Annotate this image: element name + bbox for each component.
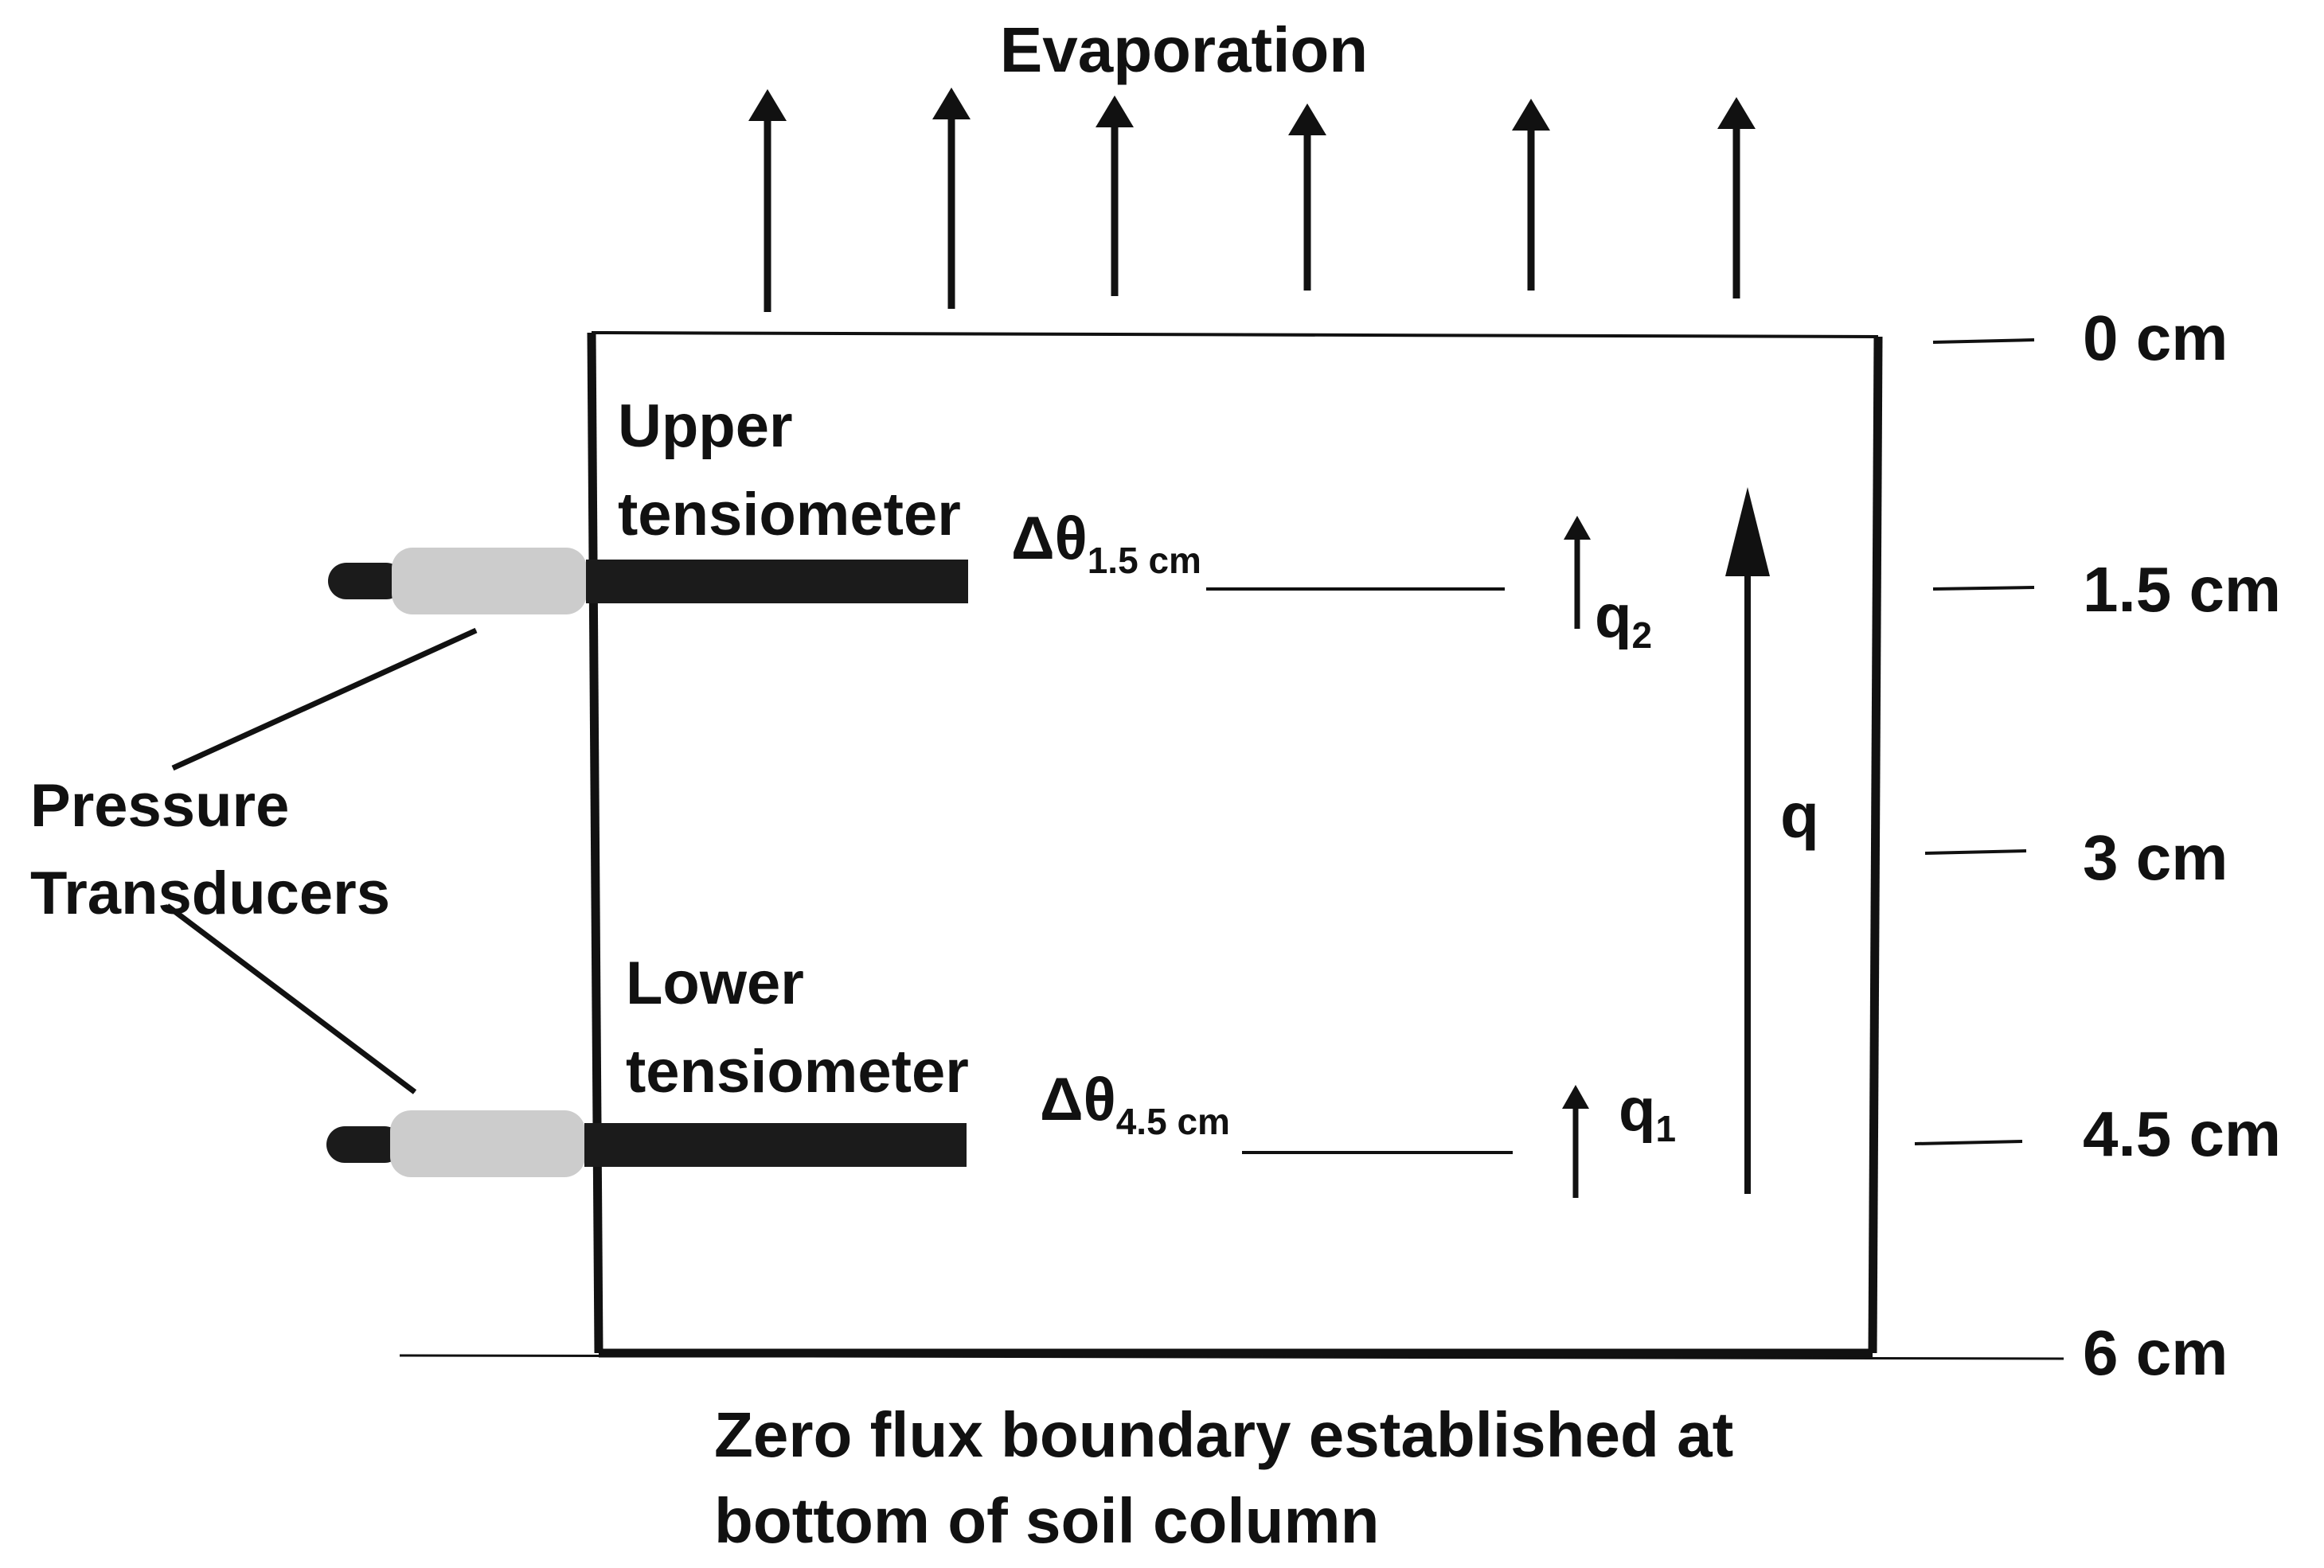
soil-column [587, 331, 1883, 1358]
upper-tensiometer-probe [586, 560, 968, 603]
footer-caption-line2: bottom of soil column [714, 1485, 1379, 1556]
upper-transducer-cable [328, 563, 404, 599]
depth-label-4-5: 4.5 cm [2083, 1098, 2281, 1169]
evaporation-arrows [748, 88, 1756, 312]
depth-tick [1932, 586, 2035, 591]
depth-label-1-5: 1.5 cm [2083, 554, 2281, 625]
moisture-change-upper: Δθ1.5 cm [1011, 505, 1201, 581]
depth-label-3: 3 cm [2083, 822, 2228, 893]
bottom-boundary-line [399, 1354, 2064, 1360]
evaporation-arrow [1512, 99, 1550, 291]
moisture-change-lower: Δθ4.5 cm [1040, 1066, 1230, 1142]
flux-q2-arrow [1564, 516, 1591, 629]
evaporation-arrow [748, 89, 787, 312]
evaporation-arrow [1096, 96, 1134, 296]
flux-q2-label: q2 [1595, 583, 1652, 656]
flux-q-label: q [1780, 780, 1819, 851]
depth-scale: 0 cm 1.5 cm 3 cm 4.5 cm 6 cm [1914, 302, 2281, 1388]
upper-tensiometer-label-line1: Upper [618, 392, 793, 460]
flux-q1-label: q1 [1619, 1076, 1676, 1149]
evaporation-title: Evaporation [1000, 14, 1368, 85]
depth-label-6: 6 cm [2083, 1317, 2228, 1388]
lower-tensiometer-probe [584, 1123, 967, 1167]
depth-tick [1914, 1140, 2023, 1145]
pressure-transducers-label-line2: Transducers [30, 860, 390, 927]
lower-tensiometer [326, 1110, 967, 1177]
evaporation-arrow [1288, 103, 1326, 291]
lower-transducer-body [390, 1110, 585, 1177]
transducer-pointer-lower [165, 903, 417, 1094]
flux-q-arrow [1725, 487, 1770, 1194]
flux-q1-arrow [1562, 1085, 1589, 1198]
upper-tensiometer [328, 548, 968, 614]
transducer-pointer-upper [171, 627, 478, 771]
upper-tensiometer-label-line2: tensiometer [618, 481, 961, 548]
lower-transducer-cable [326, 1126, 403, 1163]
evaporation-arrow [932, 88, 971, 309]
lower-tensiometer-label-line2: tensiometer [626, 1038, 969, 1106]
depth-label-0: 0 cm [2083, 302, 2228, 373]
evaporation-arrow [1717, 97, 1756, 298]
depth-tick [1924, 849, 2027, 855]
lower-tensiometer-label-line1: Lower [626, 950, 804, 1017]
upper-transducer-body [392, 548, 587, 614]
pressure-transducers-label-line1: Pressure [30, 772, 289, 840]
depth-tick [1932, 338, 2035, 344]
footer-caption-line1: Zero flux boundary established at [714, 1399, 1733, 1470]
